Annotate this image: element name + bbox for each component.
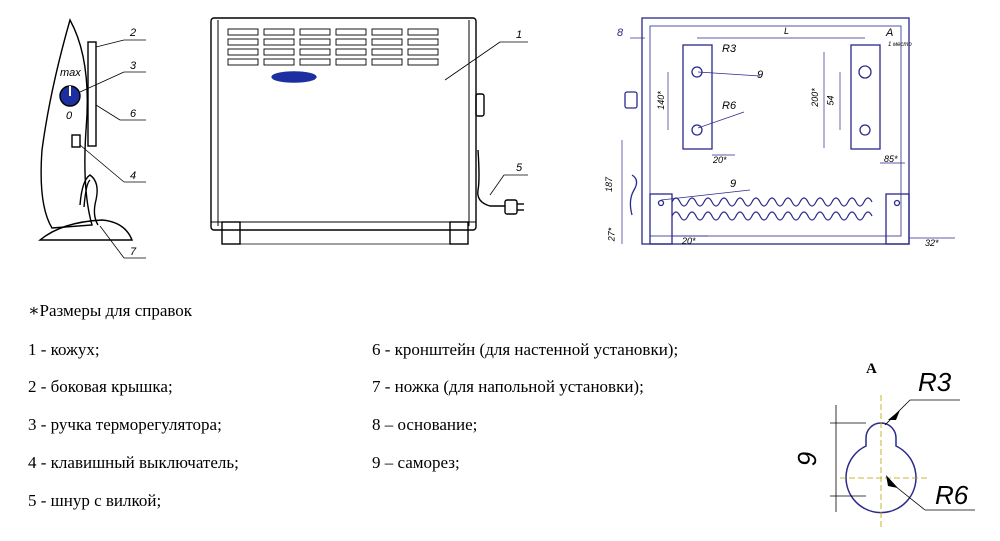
- dim-27: 27*: [606, 227, 617, 242]
- dim-20-lower: 20*: [682, 236, 696, 246]
- legend-right-9: 9 – саморез;: [372, 453, 460, 472]
- dim-r3: R3: [722, 43, 737, 55]
- dim-54: 54: [825, 95, 836, 106]
- power-cord: [477, 149, 505, 207]
- dim-187: 187: [604, 176, 615, 193]
- dim-L: L: [784, 26, 790, 36]
- legend-left-2: 2 - боковая крышка;: [28, 377, 173, 396]
- dim-20-upper: 20*: [713, 155, 727, 165]
- bracket-right: [850, 44, 881, 150]
- callout-9-lower: 9: [730, 178, 737, 190]
- detail-a: [830, 395, 975, 530]
- legend-left-5: 5 - шнур с вилкой;: [28, 491, 162, 510]
- callout-6: 6: [130, 108, 137, 120]
- front-grille: [227, 28, 439, 66]
- front-foot-left: [221, 221, 241, 245]
- front-housing: [210, 17, 477, 231]
- rocker-switch[interactable]: [71, 134, 81, 148]
- legend-left-3: 3 - ручка терморегулятора;: [28, 415, 222, 434]
- bracket-left: [682, 44, 713, 150]
- dim-200: 200*: [809, 88, 820, 107]
- callout-8: 8: [617, 27, 624, 39]
- callout-9-upper: 9: [757, 69, 764, 81]
- callout-7: 7: [130, 246, 137, 258]
- rear-view: [621, 17, 955, 245]
- rear-base: [641, 17, 910, 245]
- reference-note: ∗Размеры для справок: [28, 301, 193, 320]
- dim-140: 140*: [655, 91, 666, 110]
- callout-5: 5: [516, 162, 523, 174]
- callout-1: 1: [516, 29, 523, 41]
- rear-a-marker: A: [886, 27, 894, 39]
- detail-9: 9: [792, 451, 823, 467]
- legend-right-7: 7 - ножка (для напольной установки);: [372, 377, 644, 396]
- front-view: [210, 17, 528, 245]
- rear-a-place: 1 место: [888, 42, 912, 48]
- front-foot-right: [449, 221, 469, 245]
- side-view: [38, 18, 146, 259]
- dim-32: 32*: [925, 238, 939, 248]
- knob-max-label: max: [60, 67, 81, 79]
- detail-a-title: A: [866, 361, 877, 377]
- heating-element: [671, 197, 873, 221]
- callout-2: 2: [130, 27, 137, 39]
- keyhole-slot: [845, 422, 917, 514]
- plug: [504, 199, 518, 215]
- legend-left-4: 4 - клавишный выключатель;: [28, 453, 239, 472]
- dim-85: 85*: [884, 154, 898, 164]
- side-bracket: [87, 41, 97, 147]
- knob-zero-label: 0: [66, 110, 73, 122]
- side-foot: [38, 219, 134, 241]
- callout-4: 4: [130, 170, 137, 182]
- detail-r3: R3: [918, 367, 952, 397]
- legend-right-8: 8 – основание;: [372, 415, 478, 434]
- callout-3: 3: [130, 60, 137, 72]
- brand-logo: [271, 71, 317, 83]
- legend-left-1: 1 - кожух;: [28, 340, 100, 359]
- dim-r6: R6: [722, 100, 737, 112]
- detail-r6: R6: [935, 480, 969, 510]
- legend-right-6: 6 - кронштейн (для настенной установки);: [372, 340, 679, 359]
